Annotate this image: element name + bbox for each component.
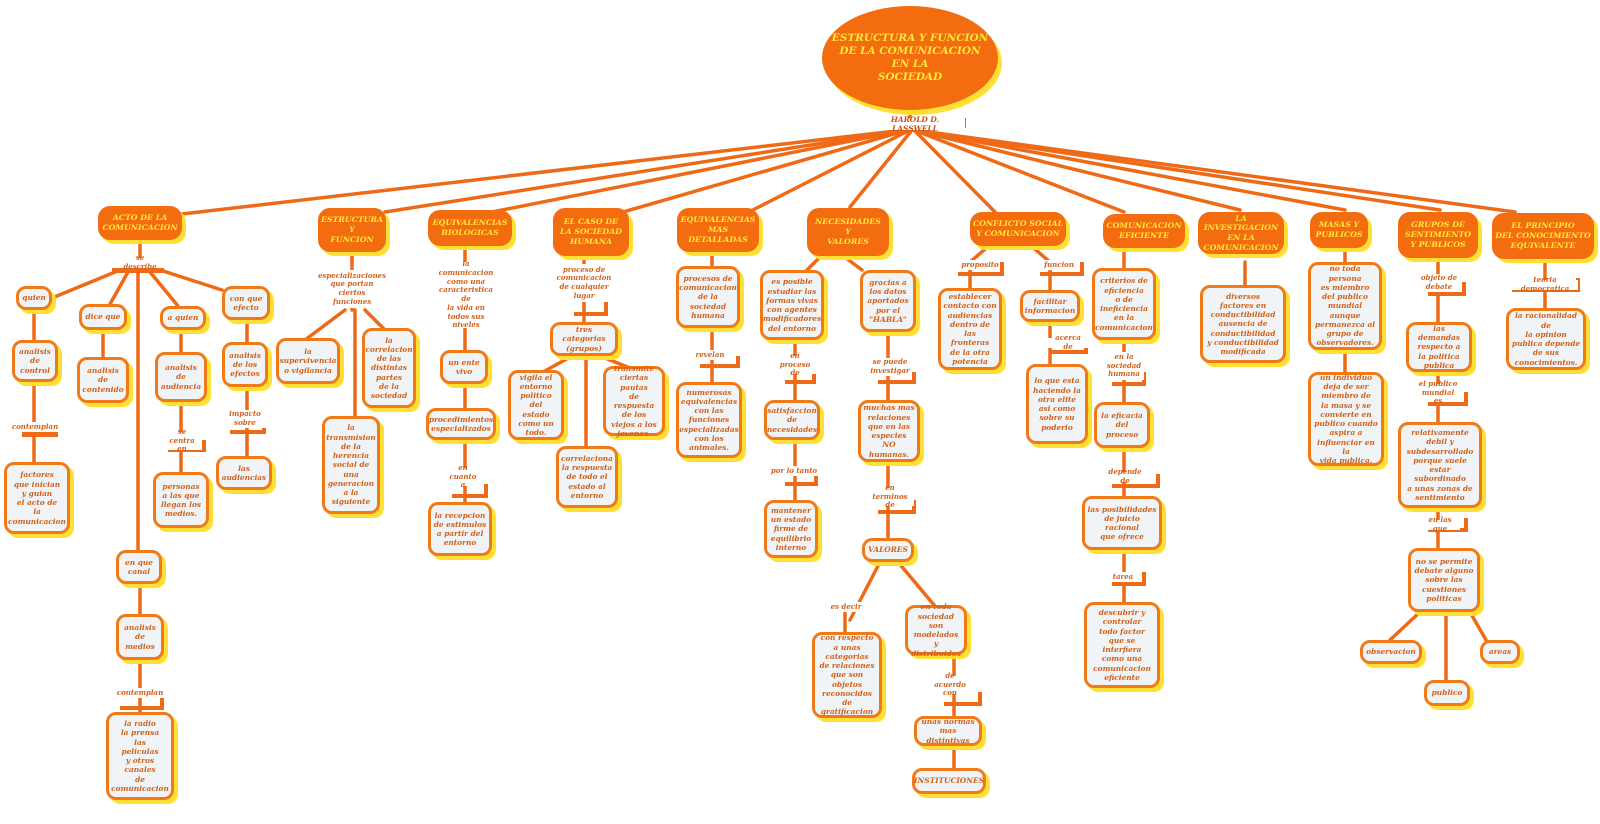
node-posibilidades-juicio: las posibilidades de juicio racional que… — [1082, 496, 1162, 550]
node-ente-vivo: un ente vivo — [440, 350, 488, 384]
node-quien: quien — [16, 286, 52, 310]
node-vigila-entorno: vigila el entorno politico del estado co… — [508, 370, 564, 440]
node-eficacia-proceso: la eficacia del proceso — [1094, 402, 1150, 448]
label-se-centra-en: se centra en — [162, 427, 202, 453]
node-a-quien: a quien — [160, 306, 206, 330]
node-facilitar-informacion: facilitar informacion — [1020, 290, 1080, 322]
label-tarea: tarea — [1108, 572, 1138, 582]
node-establecer-contacto: establecer contacto con audiencias dentr… — [938, 288, 1002, 370]
node-normas-distintivas: unas normas mas distintivas — [914, 716, 982, 746]
label-acerca-de: acerca de — [1048, 333, 1088, 351]
node-con-que-efecto: con que efecto — [222, 286, 270, 320]
label-es-decir: es decir — [828, 602, 864, 612]
label-se-puede-investigar: se puede investigar — [868, 357, 912, 376]
node-relativamente-debil: relativamente debil y subdesarrollado po… — [1398, 422, 1482, 508]
node-no-se-permite: no se permite debate alguno sobre las cu… — [1408, 548, 1480, 612]
node-numerosas-equivalencias: numerosas equivalencias con las funcione… — [676, 382, 742, 458]
node-diversos-factores: diversos factores en conductibilidad aus… — [1200, 285, 1286, 363]
node-transmite-pautas: transmite ciertas pautas de respuesta de… — [603, 364, 665, 438]
node-observacion: observacion — [1360, 640, 1422, 664]
label-funcion: funcion — [1042, 260, 1076, 270]
label-proceso-comunicacion: proceso de comunicacion de cualquier lug… — [552, 264, 616, 302]
label-de-acuerdo-con: de acuerdo con — [928, 671, 972, 697]
label-revelan: revelan — [690, 350, 730, 360]
label-en-cuanto-a: en cuanto a — [442, 463, 484, 489]
label-por-lo-tanto: por lo tanto — [768, 466, 820, 476]
node-tres-categorias: tres categorias (grupos) — [550, 322, 618, 356]
topic-masas: MASAS Y PUBLICOS — [1310, 212, 1368, 248]
label-en-proceso-de: en proceso de — [772, 351, 818, 377]
node-descubrir-controlar: descubrir y controlar todo factor que se… — [1084, 602, 1160, 688]
node-es-posible-estudiar: es posible estudiar las formas vivas con… — [760, 270, 824, 340]
node-recepcion-estimulos: la recepcion de estimulos a partir del e… — [428, 502, 492, 556]
node-muchas-relaciones: muchas mas relaciones que en las especie… — [858, 400, 920, 462]
node-analisis-efectos: analisis de los efectos — [222, 342, 268, 387]
title-ellipse: ESTRUCTURA Y FUNCION DE LA COMUNICACION … — [822, 6, 998, 110]
topic-caso-sociedad: EL CASO DE LA SOCIEDAD HUMANA — [553, 208, 629, 256]
node-racionalidad: la racionalidad de la opinion publica de… — [1506, 308, 1586, 370]
label-impacto-sobre: impacto sobre — [224, 409, 266, 428]
label-contemplan-2: contemplan — [116, 687, 164, 698]
author-label: HAROLD D. LASSWELL — [865, 115, 965, 133]
node-criterios-eficiencia: criterios de eficiencia o de ineficienci… — [1092, 268, 1156, 340]
node-publico: publico — [1424, 680, 1470, 706]
node-procesos-comunicacion: procesos de comunicacion de la sociedad … — [676, 266, 740, 328]
topic-grupos: GRUPOS DE SENTIMIENTO Y PUBLICOS — [1398, 212, 1478, 258]
node-dice-que: dice que — [79, 304, 127, 330]
node-un-individuo: un individuo deja de ser miembro de la m… — [1308, 372, 1384, 466]
node-procedimientos: procedimientos especializados — [426, 408, 496, 440]
node-no-toda-persona: no toda persona es miembro del publico m… — [1308, 262, 1382, 350]
node-lo-que-esta: lo que esta haciendo la otra elite asi c… — [1026, 364, 1088, 444]
node-analisis-control: analisis de control — [12, 340, 58, 382]
node-analisis-medios: analisis de medios — [116, 614, 164, 660]
node-en-toda-sociedad: en toda sociedad son modelados y distrib… — [905, 602, 967, 658]
label-en-la-sociedad: en la sociedad humana — [1104, 352, 1144, 380]
node-correlaciona: correlaciona la respuesta de todo el est… — [556, 446, 618, 508]
topic-conflicto: CONFLICTO SOCIAL Y COMUNICACION — [970, 212, 1066, 246]
node-categorias-relaciones: con respecto a unas categorias de relaci… — [812, 632, 882, 718]
node-factores: factores que inician y guian el acto de … — [4, 462, 70, 534]
node-supervivencia: la supervivencia o vigilancia — [276, 338, 340, 384]
node-instituciones: INSTITUCIONES — [912, 768, 986, 794]
node-transmision: la transmision de la herencia social de … — [322, 416, 380, 514]
label-en-las-que: en las que — [1420, 515, 1460, 533]
node-en-que-canal: en que canal — [116, 550, 162, 584]
label-se-describe: se describe — [118, 253, 162, 271]
node-gracias-habla: gracias a los datos aportados por el "HA… — [860, 270, 916, 332]
label-proposito: proposito — [960, 259, 1000, 270]
node-demandas: las demandas respecto a la politica publ… — [1406, 322, 1472, 372]
topic-principio: EL PRINCIPIO DEL CONOCIMIENTO EQUIVALENT… — [1492, 213, 1594, 259]
topic-acto: ACTO DE LA COMUNICACION — [98, 206, 182, 240]
label-teoria-democratica: teoria democratica — [1512, 275, 1578, 293]
label-depende-de: depende de — [1104, 467, 1146, 485]
topic-equivalencias-biologicas: EQUIVALENCIAS BIOLOGICAS — [428, 210, 512, 246]
node-analisis-audiencia: analisis de audiencia — [155, 352, 207, 402]
label-objeto-debate: objeto de debate — [1418, 273, 1460, 292]
node-radio-prensa: la radio la prensa las peliculas y otros… — [106, 712, 174, 800]
label-especializaciones: especializaciones que portan ciertos fun… — [316, 270, 388, 308]
topic-comunicacion-eficiente: COMUNICACION EFICIENTE — [1103, 214, 1185, 248]
node-valores: VALORES — [862, 538, 914, 562]
topic-necesidades: NECESIDADES Y VALORES — [807, 208, 889, 256]
node-areas: areas — [1480, 640, 1520, 664]
node-personas: personas a las que llegan los medios. — [153, 472, 209, 528]
node-analisis-contenido: analisis de contenido — [77, 357, 129, 403]
node-mantener-equilibrio: mantener un estado firme de equilibrio i… — [764, 500, 818, 558]
topic-equivalencias-mas: EQUIVALENCIAS MAS DETALLADAS — [677, 208, 759, 252]
label-publico-mundial: el publico mundial es — [1416, 379, 1460, 405]
label-en-terminos-de: en terminos de — [866, 483, 914, 509]
node-satisfaccion: satisfaccion de necesidades — [764, 400, 820, 440]
label-la-comunicacion: la comunicacion como una caracteristica … — [432, 259, 500, 329]
node-las-audiencias: las audiencias — [216, 456, 272, 490]
label-contemplan: contemplan — [11, 421, 59, 432]
topic-estructura: ESTRUCTURA Y FUNCION — [318, 208, 386, 252]
node-correlacion: la correlacion de las distintas partes d… — [362, 328, 416, 408]
topic-investigacion: LA INVESTIGACION EN LA COMUNICACION — [1198, 212, 1284, 254]
